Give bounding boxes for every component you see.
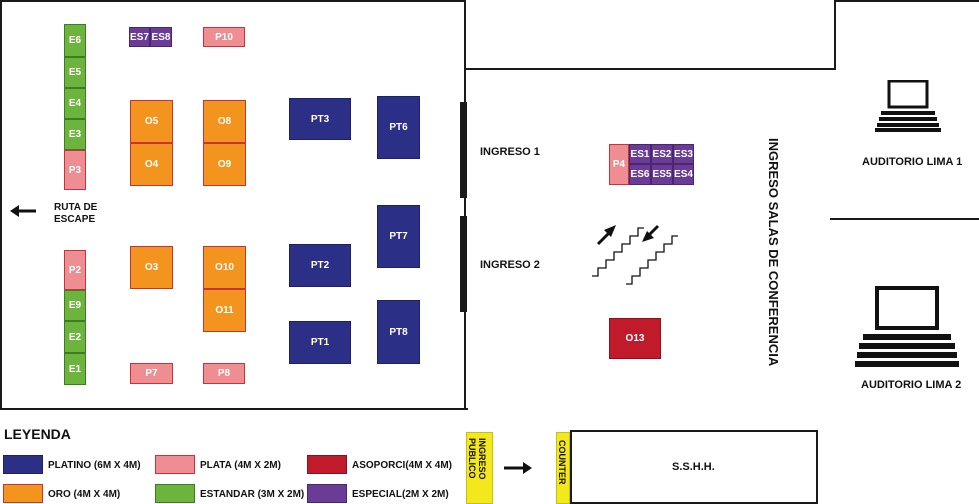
ingreso-publico-box — [466, 432, 493, 504]
door-ingreso-1 — [460, 102, 467, 198]
booth-p4[interactable]: P4 — [609, 144, 629, 185]
auditorio-lima-2-label: AUDITORIO LIMA 2 — [861, 379, 962, 391]
booth-pt3[interactable]: PT3 — [289, 98, 351, 140]
booth-es2[interactable]: ES2 — [651, 144, 673, 164]
booth-e4[interactable]: E4 — [64, 88, 86, 119]
foyer-bottom-wall — [466, 408, 468, 410]
booth-p3[interactable]: P3 — [64, 150, 86, 190]
booth-e9[interactable]: E9 — [64, 290, 86, 321]
booth-es4[interactable]: ES4 — [673, 164, 694, 185]
booth-pt1[interactable]: PT1 — [289, 321, 351, 364]
booth-e5[interactable]: E5 — [64, 57, 86, 88]
booth-pt7[interactable]: PT7 — [377, 205, 420, 268]
booth-es5[interactable]: ES5 — [651, 164, 673, 185]
hall-wall-right-mid — [464, 198, 466, 216]
sshh-wall-top — [570, 430, 818, 432]
booth-p2[interactable]: P2 — [64, 250, 86, 290]
booth-pt2[interactable]: PT2 — [289, 244, 351, 287]
ingreso-publico-label: INGRESO PUBLICO — [467, 438, 487, 480]
booth-e3[interactable]: E3 — [64, 119, 86, 150]
booth-es6[interactable]: ES6 — [629, 164, 651, 185]
door-ingreso-2 — [460, 216, 467, 312]
legend-label-platino: PLATINO (6M X 4M) — [48, 460, 141, 471]
sshh-wall-left — [570, 430, 572, 504]
ingreso-1-label: INGRESO 1 — [480, 146, 540, 158]
hall-wall-left — [0, 0, 2, 410]
legend-swatch-especial — [307, 484, 347, 503]
booth-es8[interactable]: ES8 — [150, 27, 172, 47]
legend-label-especial: ESPECIAL(2M X 2M) — [352, 489, 449, 500]
booth-p10[interactable]: P10 — [203, 27, 245, 47]
entry-arrow-icon — [504, 461, 532, 475]
auditorium-top-wall — [836, 0, 979, 2]
legend-swatch-platino — [3, 455, 43, 474]
escape-arrow-icon — [10, 204, 36, 218]
booth-o8[interactable]: O8 — [203, 100, 246, 143]
hall-wall-bottom — [0, 408, 466, 410]
booth-es3[interactable]: ES3 — [673, 144, 694, 164]
legend-label-oro: ORO (4M X 4M) — [48, 489, 121, 500]
stairs-icon — [588, 222, 680, 286]
ingreso-2-label: INGRESO 2 — [480, 259, 540, 271]
ingreso-salas-label: INGRESO SALAS DE CONFERENCIA — [766, 138, 781, 367]
hall-wall-right-top — [464, 0, 466, 102]
hall-wall-top — [0, 0, 466, 2]
legend-swatch-plata — [155, 455, 195, 474]
auditorium-divider — [830, 218, 979, 220]
auditorio-lima-1-label: AUDITORIO LIMA 1 — [862, 156, 963, 168]
booth-o9[interactable]: O9 — [203, 143, 246, 186]
booth-p7[interactable]: P7 — [130, 363, 173, 384]
legend-label-plata: PLATA (4M X 2M) — [200, 460, 281, 471]
sshh-wall-right — [816, 430, 818, 504]
legend-swatch-estandar — [155, 484, 195, 503]
foyer-wall-top — [466, 68, 836, 70]
computer-icon-auditorio-1 — [873, 79, 943, 134]
booth-es1[interactable]: ES1 — [629, 144, 651, 164]
booth-o4[interactable]: O4 — [130, 143, 173, 186]
legend-label-estandar: ESTANDAR (3M X 2M) — [200, 489, 305, 500]
hall-wall-right-bottom — [464, 312, 466, 410]
booth-o10[interactable]: O10 — [203, 246, 246, 289]
booth-e2[interactable]: E2 — [64, 321, 86, 353]
booth-o3[interactable]: O3 — [130, 246, 173, 289]
booth-o5[interactable]: O5 — [130, 100, 173, 143]
legend-title: LEYENDA — [4, 426, 71, 442]
booth-o11[interactable]: O11 — [203, 289, 246, 332]
booth-o13[interactable]: O13 — [609, 318, 661, 359]
escape-route-label-1: RUTA DE — [54, 202, 98, 213]
booth-e1[interactable]: E1 — [64, 353, 86, 385]
legend-swatch-asoporci — [307, 455, 347, 474]
legend-label-asoporci: ASOPORCI(4M X 4M) — [352, 460, 453, 471]
booth-e6[interactable]: E6 — [64, 24, 86, 57]
computer-icon-auditorio-2 — [853, 286, 961, 370]
legend-swatch-oro — [3, 484, 43, 503]
escape-route-label-2: ESCAPE — [54, 214, 96, 225]
booth-pt6[interactable]: PT6 — [377, 96, 420, 159]
booth-es7[interactable]: ES7 — [129, 27, 150, 47]
booth-p8[interactable]: P8 — [203, 363, 245, 384]
booth-pt8[interactable]: PT8 — [377, 300, 420, 364]
sshh-label: S.S.H.H. — [672, 461, 715, 473]
bottom-wall-right — [570, 502, 818, 504]
corridor-wall-left — [834, 0, 836, 70]
counter-label: COUNTER — [557, 440, 567, 485]
corridor-wall-right — [834, 0, 836, 2]
